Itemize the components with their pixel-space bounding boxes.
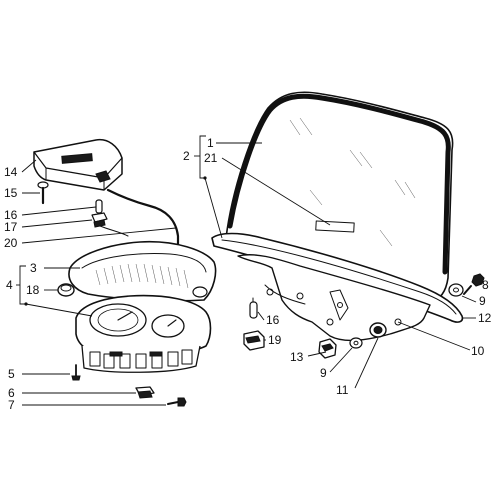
callout-20: 20 <box>4 236 18 250</box>
screw-15 <box>37 181 49 205</box>
clip-6 <box>135 386 155 399</box>
callout-9-right: 9 <box>479 294 486 308</box>
washer-9-right <box>448 283 464 297</box>
screw-7 <box>167 397 187 407</box>
callout-7: 7 <box>8 398 15 412</box>
callout-4: 4 <box>6 278 13 292</box>
bolt-8 <box>463 273 485 295</box>
callout-17: 17 <box>4 220 18 234</box>
callout-19: 19 <box>268 333 282 347</box>
windshield-mount-bracket <box>237 254 431 342</box>
clip-13 <box>318 338 337 359</box>
bulb-16-left <box>95 199 103 214</box>
callout-2: 2 <box>183 149 190 163</box>
callout-12: 12 <box>478 311 492 325</box>
callout-10: 10 <box>471 344 485 358</box>
warning-light-18 <box>57 283 75 297</box>
callout-3: 3 <box>30 261 37 275</box>
socket-19 <box>243 330 265 351</box>
callout-21: 21 <box>204 151 218 165</box>
callout-18: 18 <box>26 283 40 297</box>
washer-9-center <box>349 337 363 349</box>
screw-5 <box>71 364 81 381</box>
callout-15: 15 <box>4 186 18 200</box>
callout-16-left: 16 <box>4 208 18 222</box>
callout-9-center: 9 <box>320 366 327 380</box>
bulb-16-center <box>249 297 258 319</box>
callout-8: 8 <box>482 278 489 292</box>
callout-labels: 1 2 21 12 9 8 10 11 9 13 16 19 14 15 16 … <box>4 136 492 412</box>
instrument-body-4 <box>75 294 212 373</box>
callout-6: 6 <box>8 386 15 400</box>
callout-5: 5 <box>8 367 15 381</box>
callout-11: 11 <box>336 383 349 397</box>
callout-16-center: 16 <box>266 313 280 327</box>
socket-17 <box>91 212 108 228</box>
grommet-11 <box>369 322 387 338</box>
callout-1: 1 <box>207 136 214 150</box>
instrument-cover-14 <box>33 138 123 191</box>
callout-13: 13 <box>290 350 304 364</box>
callout-14: 14 <box>4 165 18 179</box>
instrument-lens-3 <box>68 240 217 302</box>
leader-lines <box>16 135 482 406</box>
